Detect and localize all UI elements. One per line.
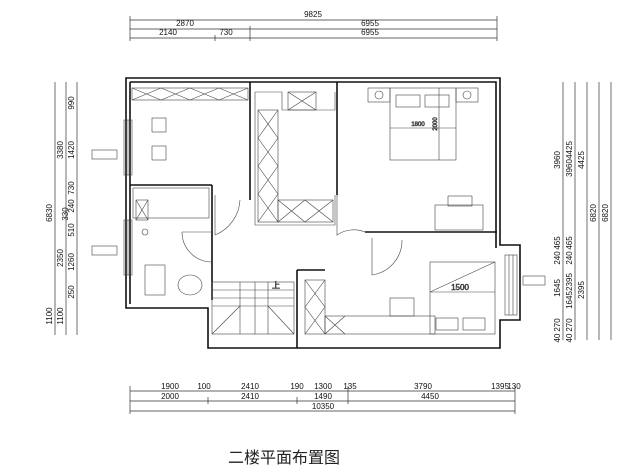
dim-top: 6955	[361, 28, 379, 37]
dim-right: 270	[565, 318, 574, 332]
dim-right: 4425	[577, 151, 586, 169]
dim-left: 510	[67, 223, 76, 237]
right-dimensions: 3960 465 240 1645 270 40 4425 3960 465 2…	[553, 82, 612, 342]
dim-top: 730	[219, 28, 233, 37]
dim-bottom-total: 10350	[312, 402, 335, 411]
dim-right: 3960	[565, 159, 574, 177]
dim-left: 1260	[67, 253, 76, 271]
dim-left: 250	[67, 285, 76, 299]
dim-right: 3960	[553, 151, 562, 169]
dim-bottom: 130	[507, 382, 521, 391]
bed-width-label: 1800	[411, 122, 425, 128]
dim-left: 1420	[67, 141, 76, 159]
dim-right: 40	[553, 333, 562, 342]
dim-right: 270	[553, 318, 562, 332]
dim-right: 4425	[565, 141, 574, 159]
second-bedroom: 1500	[304, 261, 496, 335]
dim-bottom: 100	[197, 382, 211, 391]
windows	[123, 119, 518, 316]
dim-right: 6820	[601, 204, 610, 222]
window-tags	[91, 149, 546, 286]
dim-right: 240	[553, 251, 562, 265]
dim-bottom: 2410	[241, 392, 259, 401]
dim-top-total: 9825	[304, 10, 322, 19]
dim-right: 465	[553, 236, 562, 250]
dim-bottom: 1900	[161, 382, 179, 391]
dim-right: 40	[565, 333, 574, 342]
dim-bottom: 2410	[241, 382, 259, 391]
dim-top: 2870	[176, 19, 194, 28]
bed-length-label: 2000	[433, 117, 439, 131]
dim-bottom: 1490	[314, 392, 332, 401]
dim-left: 990	[67, 96, 76, 110]
dim-right: 6820	[589, 204, 598, 222]
dim-bottom: 135	[343, 382, 357, 391]
dim-bottom: 190	[290, 382, 304, 391]
dim-right: 2395	[577, 281, 586, 299]
wardrobe-corridor	[254, 91, 336, 226]
staircase: 上	[211, 281, 295, 335]
bathroom-fixtures	[132, 187, 210, 296]
doors	[181, 195, 403, 276]
dim-right: 1645	[553, 279, 562, 297]
dim-left: 2350	[56, 249, 65, 267]
dim-bottom: 2000	[161, 392, 179, 401]
dim-bottom: 1395	[491, 382, 509, 391]
dim-left: 6830	[45, 204, 54, 222]
dim-left: 240	[67, 199, 76, 213]
dim-left: 330	[61, 207, 70, 221]
wardrobe-top	[131, 87, 249, 161]
master-bedroom: 1800 2000	[367, 87, 484, 231]
dim-left: 730	[67, 181, 76, 195]
dim-bottom: 1300	[314, 382, 332, 391]
bottom-dimensions: 1900 100 2410 190 1300 135 3790 1395 130…	[129, 382, 521, 414]
dim-top: 2140	[159, 28, 177, 37]
dim-left: 1100	[45, 307, 54, 325]
top-dimensions: 9825 2870 6955 2140 730 6955	[129, 10, 498, 41]
dim-bottom: 4450	[421, 392, 439, 401]
stair-up-label: 上	[272, 281, 280, 290]
dim-bottom: 3790	[414, 382, 432, 391]
dim-left: 1100	[56, 307, 65, 325]
dim-top: 6955	[361, 19, 379, 28]
dim-right: 1645	[565, 291, 574, 309]
left-dimensions: 6830 1100 3380 2350 1100 990 1420 730 24…	[45, 82, 78, 335]
dim-right: 2395	[565, 273, 574, 291]
dim-right: 240	[565, 251, 574, 265]
drawing-title: 二楼平面布置图	[228, 448, 341, 467]
bed-width-label: 1500	[451, 283, 469, 292]
dim-right: 465	[565, 236, 574, 250]
walls	[125, 77, 521, 349]
dim-left: 3380	[56, 141, 65, 159]
